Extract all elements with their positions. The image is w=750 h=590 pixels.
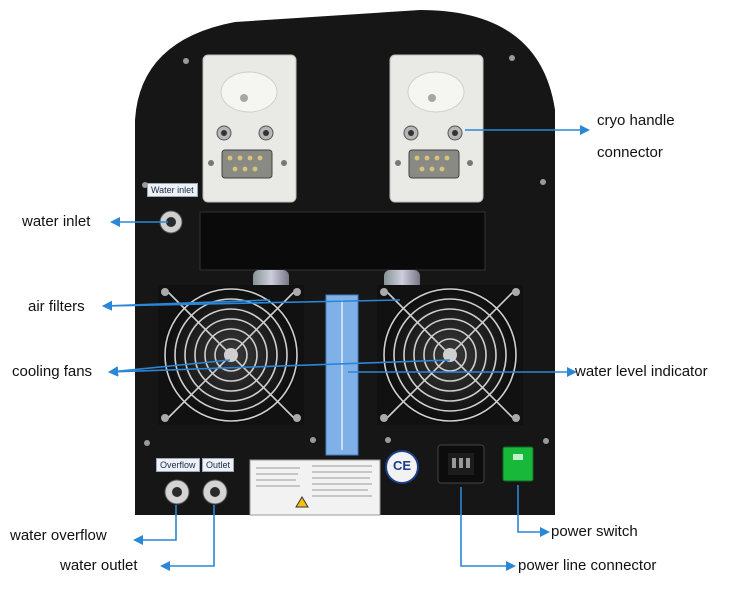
ce-mark [385, 450, 419, 484]
arrow-power-line-connector [460, 487, 516, 571]
outlet-tag: Outlet [202, 458, 235, 472]
water-inlet-tag: Water inlet [147, 183, 198, 197]
label-cryo-handle-connector-line2: connector [597, 144, 663, 161]
cooling-fan-left [158, 285, 304, 425]
label-air-filters: air filters [28, 298, 85, 315]
label-water-level-indicator: water level indicator [575, 363, 708, 380]
label-water-overflow: water overflow [10, 527, 107, 544]
arrow-cooling-fans-left [108, 359, 231, 377]
cryo-handle-connector-left [202, 54, 297, 203]
label-cooling-fans: cooling fans [12, 363, 93, 380]
water-level-tube [325, 294, 359, 456]
cryo-handle-connector-right [389, 54, 484, 203]
specification-label [249, 459, 381, 516]
cooling-fan-right [377, 285, 523, 425]
label-water-outlet: water outlet [60, 557, 138, 574]
overflow-fitting [164, 479, 190, 505]
arrow-cooling-fans-right [108, 359, 451, 377]
water-inlet-fitting [159, 210, 183, 234]
overflow-tag: Overflow [156, 458, 200, 472]
arrow-water-outlet [160, 505, 215, 571]
power-line-connector [437, 444, 485, 484]
power-switch [502, 446, 534, 482]
label-cryo-handle-connector-line1: cryo handle [597, 112, 675, 129]
label-power-line-connector: power line connector [518, 557, 657, 574]
arrow-power-switch [517, 485, 550, 537]
arrow-air-filters-right [102, 299, 401, 311]
arrow-water-overflow [133, 505, 177, 545]
ce-mark-text: CE [392, 458, 412, 473]
outlet-fitting [202, 479, 228, 505]
label-power-switch: power switch [551, 523, 638, 540]
label-water-inlet: water inlet [22, 213, 91, 230]
filter-bracket [199, 211, 486, 271]
